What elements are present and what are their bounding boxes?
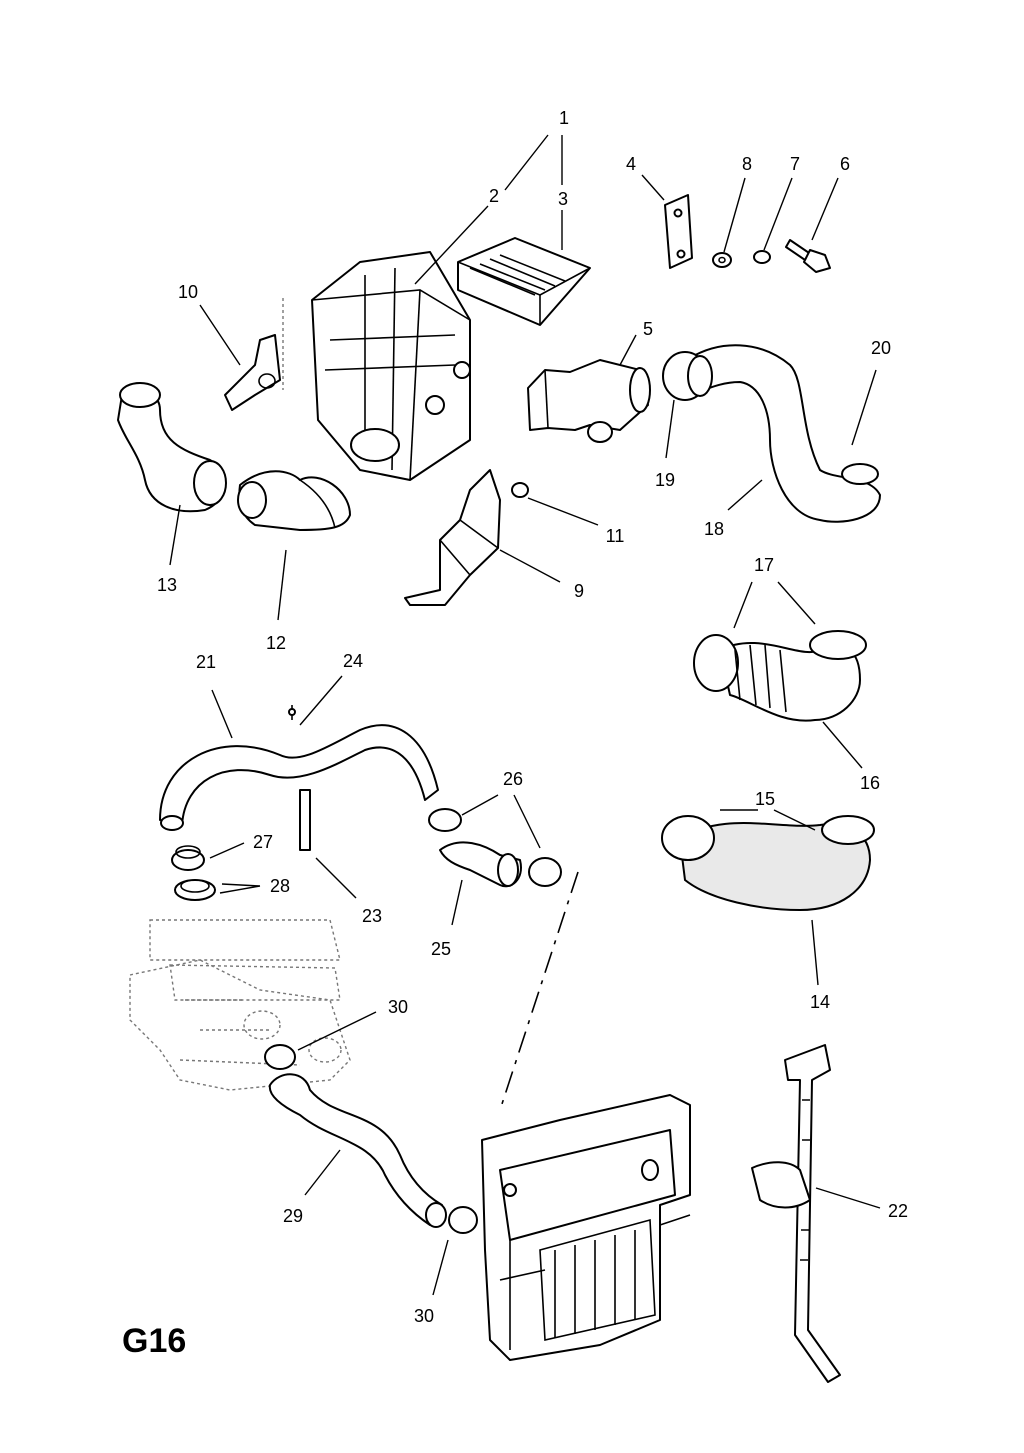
callout-21: 21 [196,652,216,672]
callout-17: 17 [754,555,774,575]
air-cleaner-housing [311,251,471,481]
callout-30-upper: 30 [388,997,408,1017]
intercooler-radiator [481,1094,691,1361]
intake-hose [117,382,227,513]
callout-3: 3 [558,189,568,209]
callout-23: 23 [362,906,382,926]
intake-elbow [527,359,651,443]
bellows-hose [693,630,867,722]
bracket-plate [664,194,693,269]
callout-14: 14 [810,992,830,1012]
retaining-strap [751,1044,841,1383]
page-code: G16 [122,1322,186,1360]
callout-11: 11 [606,526,625,546]
engine-ghost [129,919,351,1091]
callout-9: 9 [574,581,584,601]
short-hose [428,808,562,888]
callout-24: 24 [343,651,363,671]
charge-air-hose [662,344,881,523]
support-bracket [404,469,529,606]
callout-12: 12 [266,633,286,653]
air-filter-element [457,237,591,326]
elbow-duct [237,470,351,531]
callout-4: 4 [626,154,636,174]
callout-1: 1 [559,108,569,128]
callout-5: 5 [643,319,653,339]
callout-7: 7 [790,154,800,174]
callout-20: 20 [871,338,891,358]
callout-16: 16 [860,773,880,793]
upper-coolant-pipe [159,705,439,851]
callout-29: 29 [283,1206,303,1226]
callout-25: 25 [431,939,451,959]
relation-line [499,871,579,1111]
callout-6: 6 [840,154,850,174]
bolt-and-washers [712,239,831,273]
callout-2: 2 [489,186,499,206]
callout-30-lower: 30 [414,1306,434,1326]
callout-13: 13 [157,575,177,595]
mounting-clip [224,298,284,411]
stippled-hose [661,815,875,912]
lower-hose [264,1044,478,1234]
callout-19: 19 [655,470,675,490]
callout-10: 10 [178,282,198,302]
callout-26: 26 [503,769,523,789]
callout-27: 27 [253,832,273,852]
callout-22: 22 [888,1201,908,1221]
callout-28: 28 [270,876,290,896]
callout-8: 8 [742,154,752,174]
seal-rings [171,845,216,901]
callout-labels: 1 2 3 4 5 6 7 8 9 10 11 12 13 14 15 16 1… [157,108,908,1326]
callout-15: 15 [755,789,775,809]
leader-lines [169,134,881,1296]
callout-18: 18 [704,519,724,539]
